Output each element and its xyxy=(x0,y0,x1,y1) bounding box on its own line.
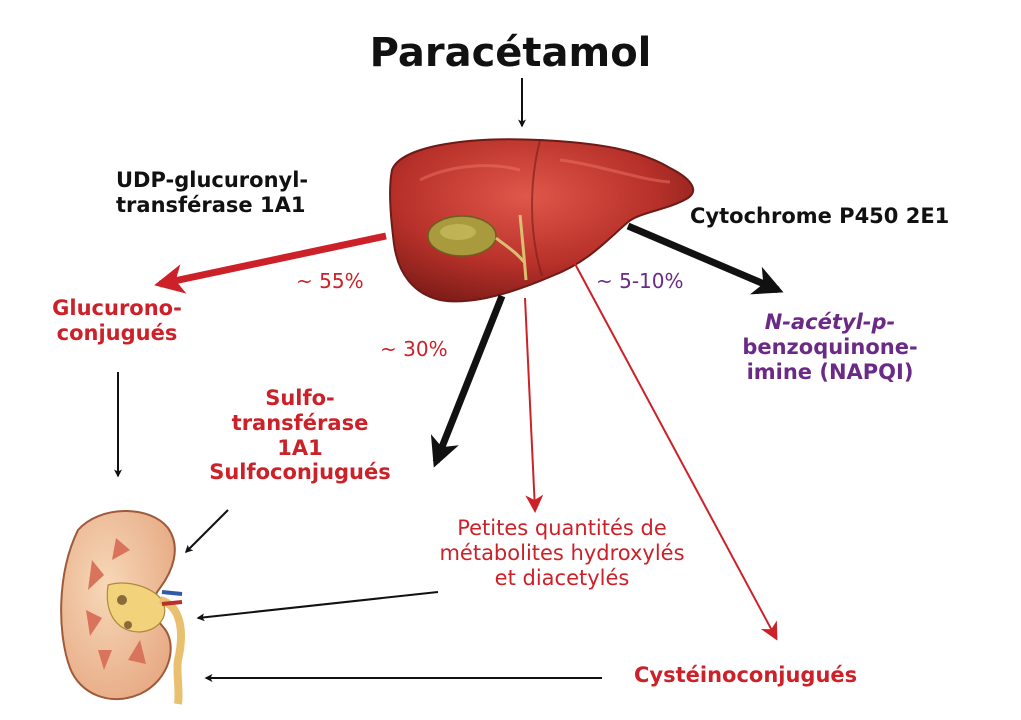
napqi-line-1: N-acétyl-p- xyxy=(700,310,960,335)
sulfoconjugates-label: Sulfoconjugués xyxy=(200,460,400,485)
arrow-minor-to-kidney xyxy=(198,592,438,618)
glucuro-line-2: conjugués xyxy=(28,321,206,346)
napqi-line-2: benzoquinone- xyxy=(700,335,960,360)
ugt-label-line-2: transférase 1A1 xyxy=(116,193,308,218)
diagram-title: Paracétamol xyxy=(0,30,1021,77)
cysteine-conjugates-label: Cystéinoconjugués xyxy=(634,663,857,688)
pct-cyp: ~ 5-10% xyxy=(596,270,684,294)
napqi-line-3: imine (NAPQI) xyxy=(700,360,960,385)
kidney-illustration xyxy=(61,511,182,704)
sult-line-2: transférase xyxy=(200,411,400,436)
ugt-label-line-1: UDP-glucuronyl- xyxy=(116,168,308,193)
glucuro-line-1: Glucurono- xyxy=(28,296,206,321)
sulfo-block: Sulfo- transférase 1A1 Sulfoconjugués xyxy=(200,386,400,485)
pct-glucuro: ~ 55% xyxy=(296,270,364,294)
minor-line-1: Petites quantités de xyxy=(402,516,722,541)
sult-line-1: Sulfo- xyxy=(200,386,400,411)
glucurono-conjugates-label: Glucurono- conjugués xyxy=(28,296,206,346)
arrow-liver-to-minor xyxy=(525,298,535,510)
arrow-sulfo-to-kidney xyxy=(186,510,228,552)
pct-sulfo: ~ 30% xyxy=(380,338,448,362)
minor-line-3: et diacetylés xyxy=(402,566,722,591)
cyp-enzyme-label: Cytochrome P450 2E1 xyxy=(690,204,949,229)
minor-line-2: métabolites hydroxylés xyxy=(402,541,722,566)
minor-metabolites-label: Petites quantités de métabolites hydroxy… xyxy=(402,516,722,590)
arrow-liver-to-sulfo xyxy=(436,296,502,462)
napqi-label: N-acétyl-p- benzoquinone- imine (NAPQI) xyxy=(700,310,960,384)
sult-line-3: 1A1 xyxy=(200,436,400,461)
ugt-enzyme-label: UDP-glucuronyl- transférase 1A1 xyxy=(116,168,308,218)
